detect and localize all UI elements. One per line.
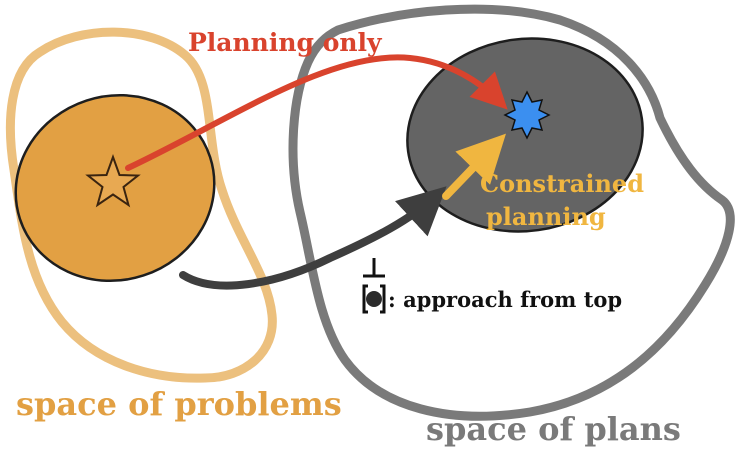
constrained-planning-label-line2: planning	[486, 202, 606, 231]
star-icon	[85, 154, 141, 208]
constrained-planning-label-line1: Constrained	[480, 169, 644, 198]
space-of-problems-label: space of problems	[16, 385, 342, 423]
space-of-plans-label: space of plans	[426, 410, 681, 448]
plans-space-outline	[288, 4, 735, 421]
constrained-planning-arrow	[442, 133, 506, 200]
planning-only-label: Planning only	[188, 28, 383, 57]
goal-star-icon	[503, 90, 551, 140]
planning-only-arrow	[125, 54, 508, 171]
general-mapping-arrow	[179, 186, 447, 290]
gripper-icon	[362, 258, 386, 314]
approach-from-top-label: : approach from top	[388, 287, 622, 312]
